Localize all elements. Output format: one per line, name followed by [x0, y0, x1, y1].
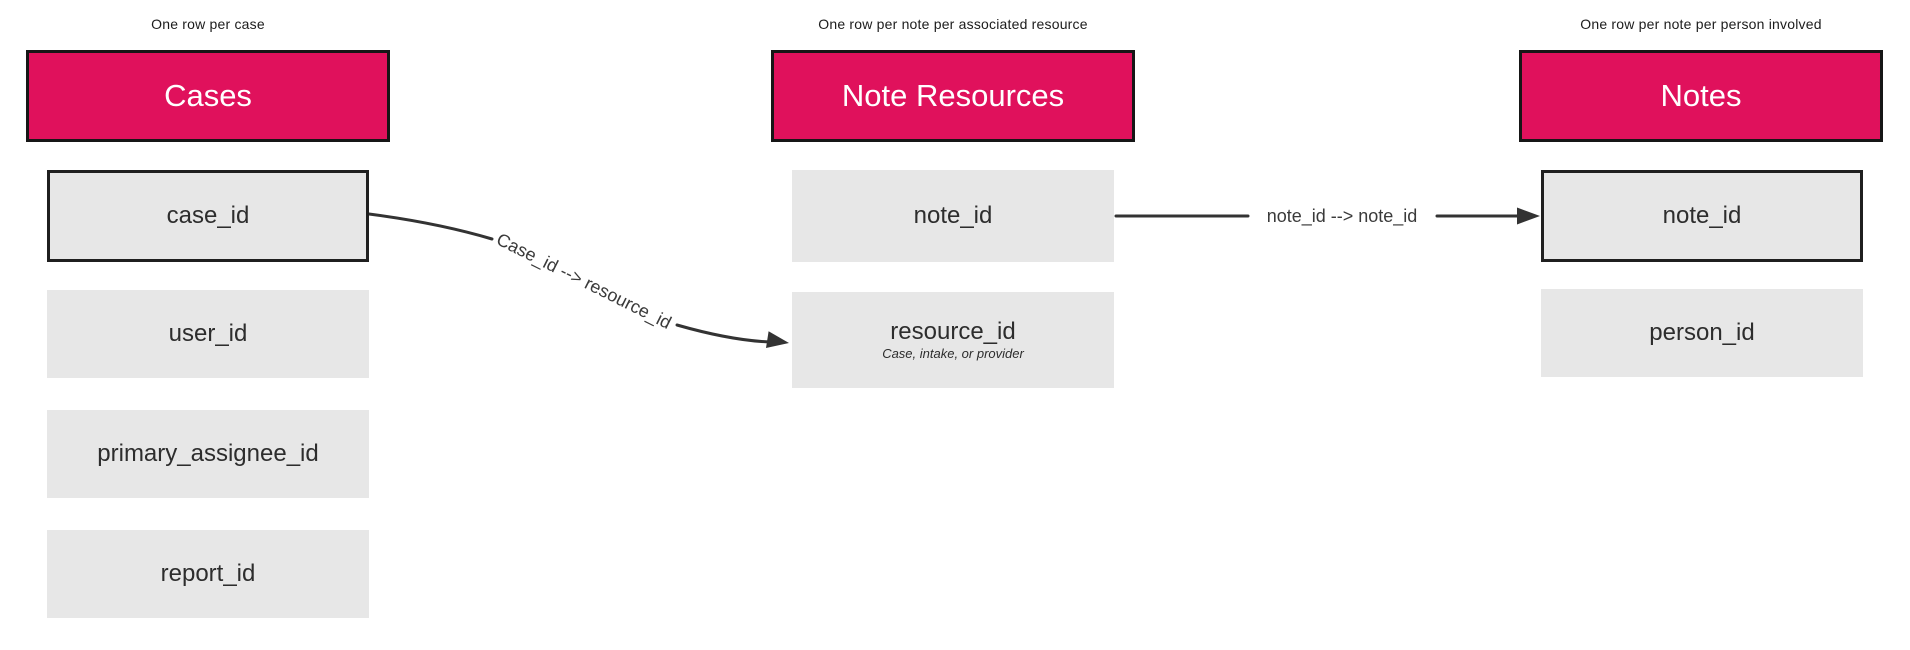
- table-header-cases: Cases: [26, 50, 390, 142]
- field-cases-case-id: case_id: [47, 170, 369, 262]
- arrow-label-note-id-note-id: note_id --> note_id: [1267, 206, 1418, 227]
- field-label: primary_assignee_id: [97, 440, 319, 468]
- field-note-resources-note-id: note_id: [792, 170, 1114, 262]
- table-caption-cases: One row per case: [151, 16, 265, 32]
- field-note-resources-resource-id: resource_id Case, intake, or provider: [792, 292, 1114, 388]
- field-label: report_id: [160, 560, 256, 588]
- field-label: note_id: [913, 202, 993, 230]
- arrow-segment: [367, 212, 494, 241]
- field-cases-report-id: report_id: [47, 530, 369, 618]
- arrowhead: [766, 331, 789, 348]
- field-notes-note-id: note_id: [1541, 170, 1863, 262]
- field-label: case_id: [166, 202, 250, 230]
- field-label: note_id: [1662, 202, 1742, 230]
- table-header-note-resources: Note Resources: [771, 50, 1135, 142]
- field-sublabel-resource-id: Case, intake, or provider: [882, 346, 1024, 362]
- arrow-label-case-id-resource-id: Case_id --> resource_id: [493, 229, 675, 334]
- arrowhead: [1517, 207, 1540, 225]
- table-title-cases: Cases: [164, 78, 252, 113]
- table-header-notes: Notes: [1519, 50, 1883, 142]
- field-notes-person-id: person_id: [1541, 289, 1863, 377]
- field-label: resource_id: [890, 317, 1016, 345]
- field-label: user_id: [168, 320, 248, 348]
- arrow-segment: [675, 323, 772, 344]
- field-label: person_id: [1649, 319, 1755, 347]
- field-cases-primary-assignee-id: primary_assignee_id: [47, 410, 369, 498]
- table-title-notes: Notes: [1660, 78, 1742, 113]
- field-cases-user-id: user_id: [47, 290, 369, 378]
- table-caption-note-resources: One row per note per associated resource: [818, 16, 1088, 32]
- table-caption-notes: One row per note per person involved: [1580, 16, 1822, 32]
- arrow-note-id-to-note-id: note_id --> note_id: [1114, 206, 1540, 227]
- arrow-case-id-to-resource-id: Case_id --> resource_id: [367, 212, 789, 348]
- table-title-note-resources: Note Resources: [841, 78, 1065, 113]
